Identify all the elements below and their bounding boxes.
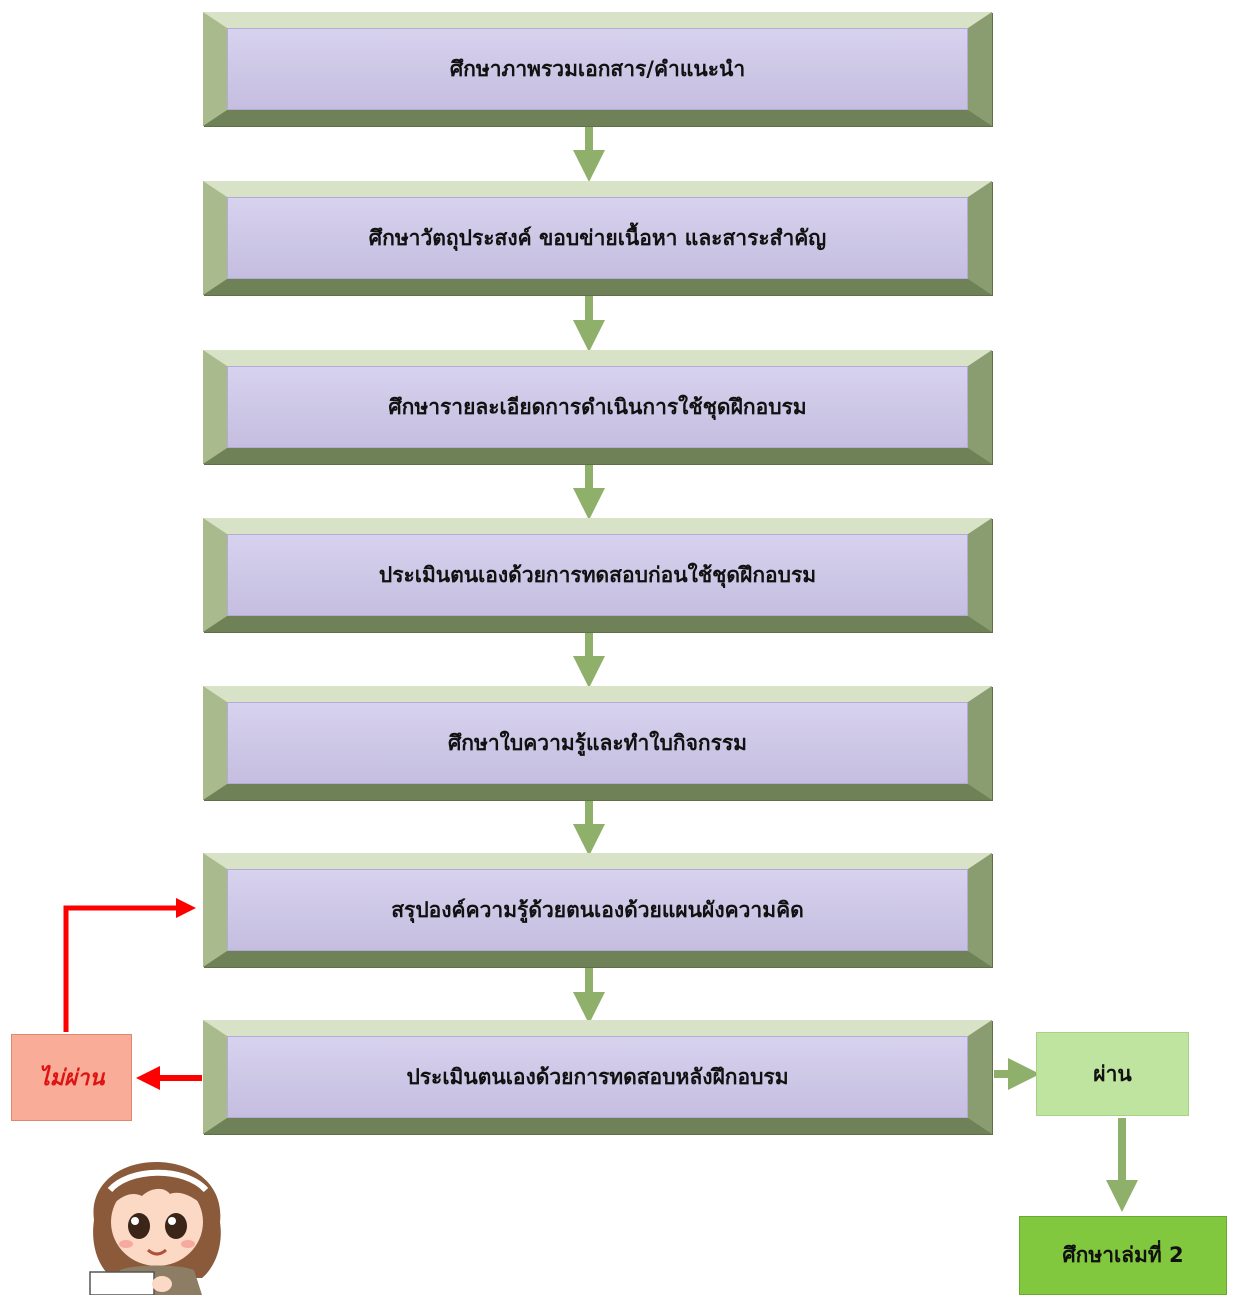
step-5-box: ศึกษาใบความรู้และทำใบกิจกรรม [203, 686, 992, 800]
step-6-box: สรุปองค์ความรู้ด้วยตนเองด้วยแผนผังความคิ… [203, 853, 992, 967]
step-3-box: ศึกษารายละเอียดการดำเนินการใช้ชุดฝึกอบรม [203, 350, 992, 464]
pass-label: ผ่าน [1093, 1061, 1132, 1086]
fail-box: ไม่ผ่าน [11, 1034, 132, 1121]
next-book-box: ศึกษาเล่มที่ 2 [1019, 1216, 1227, 1295]
pass-box: ผ่าน [1036, 1032, 1189, 1116]
down-arrows [573, 126, 1138, 1212]
mascot-illustration [89, 1162, 221, 1295]
fail-label: ไม่ผ่าน [38, 1066, 105, 1091]
step-6-label: สรุปองค์ความรู้ด้วยตนเองด้วยแผนผังความคิ… [391, 897, 804, 922]
step-1-label: ศึกษาภาพรวมเอกสาร/คำแนะนำ [449, 56, 746, 81]
step-2-label: ศึกษาวัตถุประสงค์ ขอบข่ายเนื้อหา และสาระ… [368, 225, 827, 250]
step-3-label: ศึกษารายละเอียดการดำเนินการใช้ชุดฝึกอบรม [388, 394, 807, 419]
step-7-box: ประเมินตนเองด้วยการทดสอบหลังฝึกอบรม [203, 1020, 992, 1134]
fail-loop-arrows [63, 898, 202, 1090]
step-2-box: ศึกษาวัตถุประสงค์ ขอบข่ายเนื้อหา และสาระ… [203, 181, 992, 295]
step-1-box: ศึกษาภาพรวมเอกสาร/คำแนะนำ [203, 12, 992, 126]
next-book-label: ศึกษาเล่มที่ 2 [1062, 1243, 1184, 1267]
step-5-label: ศึกษาใบความรู้และทำใบกิจกรรม [447, 730, 748, 755]
step-4-box: ประเมินตนเองด้วยการทดสอบก่อนใช้ชุดฝึกอบร… [203, 518, 992, 632]
step-4-label: ประเมินตนเองด้วยการทดสอบก่อนใช้ชุดฝึกอบร… [378, 562, 817, 587]
step-7-label: ประเมินตนเองด้วยการทดสอบหลังฝึกอบรม [406, 1064, 789, 1089]
arrow-fail-loop-back [63, 898, 196, 1032]
